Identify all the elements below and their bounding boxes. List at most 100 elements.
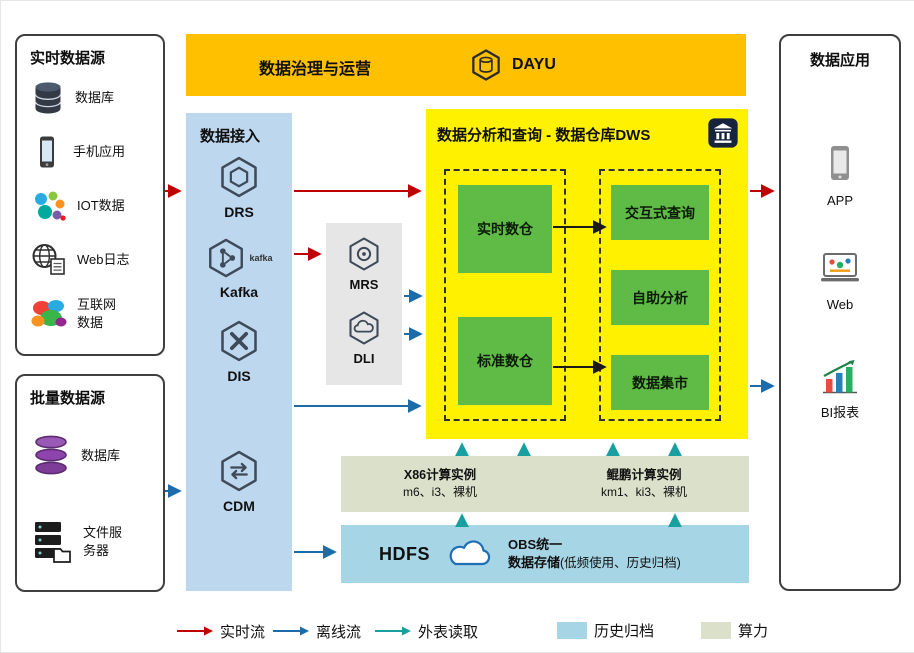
compute-swatch <box>701 621 731 639</box>
drs-icon <box>217 155 261 199</box>
realtime-sources-title: 实时数据源 <box>30 50 106 67</box>
offline-arrow-icon <box>273 626 309 636</box>
service-label: DLI <box>353 351 375 366</box>
dayu-logo: DAYU <box>469 48 556 82</box>
kunpeng-title: 鲲鹏计算实例 <box>606 468 682 483</box>
kunpeng-subtitle: km1、ki3、裸机 <box>600 485 687 500</box>
self-service-analysis-box: 自助分析 <box>611 270 709 325</box>
batch-sources-panel: 批量数据源 数据库 文件服务器 <box>15 374 165 592</box>
phone-icon <box>30 134 64 170</box>
source-item-label: Web日志 <box>77 252 130 268</box>
dis-icon <box>217 319 261 363</box>
service-cdm: CDM <box>186 449 292 514</box>
legend-label: 外表读取 <box>418 623 479 641</box>
service-kafka: kafka Kafka <box>186 237 292 300</box>
source-item-label: 数据库 <box>81 448 121 464</box>
source-item-iot: IOT数据 <box>30 179 159 233</box>
governance-bar: 数据治理与运营 DAYU <box>186 34 746 96</box>
legend-label: 算力 <box>738 622 769 640</box>
obs-line2: 数据存储 <box>508 554 561 570</box>
x86-title: X86计算实例 <box>403 468 477 483</box>
iot-icon <box>30 189 68 223</box>
realtime-arrow-icon <box>177 626 213 636</box>
legend-label: 实时流 <box>220 623 266 641</box>
obs-text: OBS统一 数据存储(低频使用、历史归档) <box>508 536 681 571</box>
realtime-sources-panel: 实时数据源 数据库 手机应用 <box>15 34 165 356</box>
source-item-database: 数据库 <box>30 71 159 125</box>
hdfs-label: HDFS <box>379 543 430 564</box>
service-label: Kafka <box>219 284 259 300</box>
app-item-app: APP <box>781 144 899 210</box>
warehouse-group: 实时数仓 标准数仓 <box>444 169 566 421</box>
service-mrs: MRS <box>326 236 402 292</box>
archive-swatch <box>557 621 587 639</box>
x86-instances: X86计算实例 m6、i3、裸机 <box>403 467 477 500</box>
database-icon <box>30 80 66 116</box>
source-item-internet: 互联网数据 <box>30 287 159 341</box>
dws-title: 数据分析和查询 - 数据仓库DWS <box>437 127 651 144</box>
bi-report-icon <box>819 358 861 396</box>
app-phone-icon <box>824 144 856 184</box>
compute-instances-panel: X86计算实例 m6、i3、裸机 鲲鹏计算实例 km1、ki3、裸机 <box>341 456 749 512</box>
source-item-label: 文件服务器 <box>83 525 123 558</box>
dli-icon <box>346 310 382 346</box>
purple-database-icon <box>30 434 72 478</box>
standard-warehouse-box: 标准数仓 <box>458 317 552 405</box>
file-server-icon <box>30 519 74 565</box>
service-label: MRS <box>349 277 379 292</box>
interactive-query-box: 交互式查询 <box>611 185 709 240</box>
ingestion-title: 数据接入 <box>200 128 261 145</box>
source-item-batch-database: 数据库 <box>30 414 159 498</box>
legend-realtime: 实时流 <box>177 621 265 641</box>
source-item-label: 手机应用 <box>73 144 126 160</box>
obs-note: (低频使用、历史归档) <box>560 555 681 570</box>
realtime-warehouse-box: 实时数仓 <box>458 185 552 273</box>
batch-sources-title: 批量数据源 <box>30 390 106 407</box>
obs-cloud-icon <box>445 538 493 570</box>
query-group: 交互式查询 自助分析 数据集市 <box>599 169 721 421</box>
source-item-weblog: Web日志 <box>30 233 159 287</box>
service-drs: DRS <box>186 155 292 220</box>
dws-panel: 数据分析和查询 - 数据仓库DWS 实时数仓 标准数仓 交互式查询 自助分析 <box>426 109 748 439</box>
source-item-label: IOT数据 <box>77 198 125 214</box>
legend-compute: 算力 <box>701 620 768 640</box>
kafka-wordmark: kafka <box>249 253 273 263</box>
kafka-icon <box>205 237 247 279</box>
app-item-label: BI报表 <box>820 405 860 420</box>
mrs-dli-panel: MRS DLI <box>326 223 402 385</box>
app-item-label: APP <box>826 193 853 208</box>
web-log-icon <box>30 242 68 278</box>
external-arrow-icon <box>375 626 411 636</box>
service-dli: DLI <box>326 310 402 366</box>
cdm-icon <box>217 449 261 493</box>
x86-subtitle: m6、i3、裸机 <box>402 485 477 500</box>
legend-label: 历史归档 <box>594 622 655 640</box>
warehouse-building-icon <box>707 117 739 149</box>
service-label: DRS <box>224 204 254 220</box>
dayu-label: DAYU <box>512 56 556 73</box>
ingestion-panel: 数据接入 DRS <box>186 113 292 591</box>
data-apps-panel: 数据应用 APP <box>779 34 901 591</box>
data-mart-box: 数据集市 <box>611 355 709 410</box>
legend-external: 外表读取 <box>375 621 478 641</box>
service-label: CDM <box>223 498 255 514</box>
source-item-label: 互联网数据 <box>77 297 117 330</box>
web-app-icon <box>819 250 861 288</box>
service-label: DIS <box>227 368 251 384</box>
legend-label: 离线流 <box>316 623 362 641</box>
internet-data-icon <box>30 297 68 331</box>
dayu-icon <box>469 48 503 82</box>
obs-line1: OBS统一 <box>508 537 563 553</box>
service-dis: DIS <box>186 319 292 384</box>
kunpeng-instances: 鲲鹏计算实例 km1、ki3、裸机 <box>601 467 687 500</box>
data-apps-title: 数据应用 <box>809 52 870 69</box>
source-item-mobile: 手机应用 <box>30 125 159 179</box>
legend-archive: 历史归档 <box>557 620 654 640</box>
legend-offline: 离线流 <box>273 621 361 641</box>
governance-title: 数据治理与运营 <box>259 61 372 78</box>
hdfs-obs-panel: HDFS OBS统一 数据存储(低频使用、历史归档) <box>341 525 749 583</box>
app-item-bi: BI报表 <box>781 358 899 422</box>
app-item-label: Web <box>826 297 854 312</box>
mrs-icon <box>346 236 382 272</box>
